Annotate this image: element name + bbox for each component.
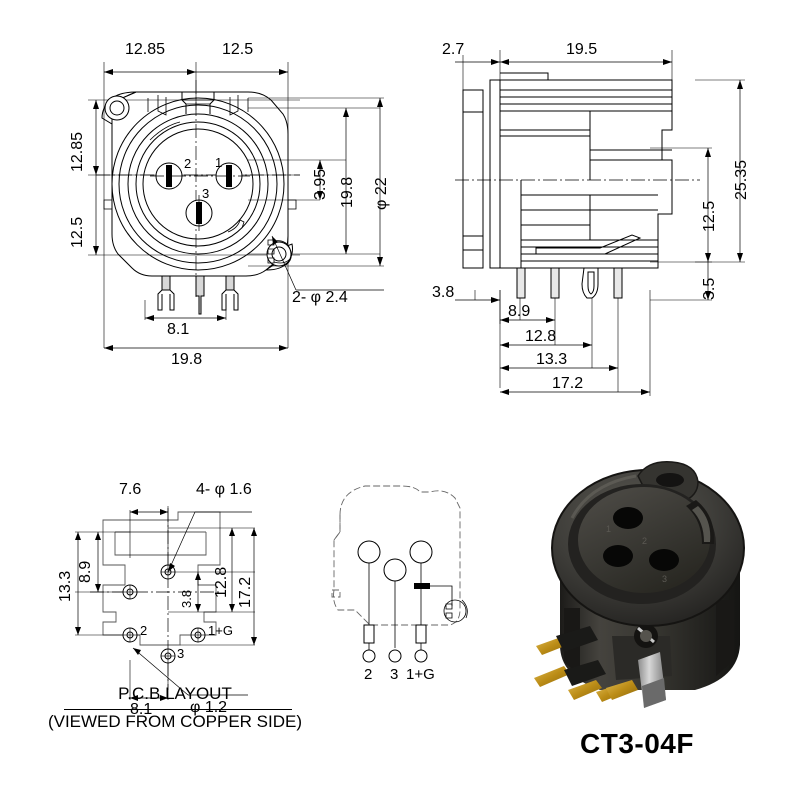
front-dim-outer-right: φ 22: [373, 177, 390, 210]
front-view-graphic: [88, 62, 384, 351]
svg-text:2: 2: [642, 536, 647, 546]
side-dim-right-outer: 25.35: [733, 159, 750, 200]
pcb-dim-right-inner: 12.8: [213, 566, 230, 598]
pcb-hole-callout-top: 4- φ 1.6: [196, 481, 252, 498]
pcb-caption-line1: P.C.B LAYOUT: [118, 684, 232, 703]
side-dim-right-lower: 3.5: [701, 277, 718, 300]
front-dim-inner-right-small: 3.95: [312, 168, 329, 200]
side-dim-bottom-3: 12.8: [525, 328, 557, 345]
front-pin-label-1: 1: [215, 155, 223, 170]
front-dim-inner-right-mid: 19.8: [339, 176, 356, 208]
front-dim-top-left: 12.85: [125, 41, 166, 58]
rear-terminal-label-3: 3: [390, 666, 399, 683]
side-dim-bottom-4: 13.3: [536, 351, 568, 368]
rear-terminal-label-1g: 1+G: [406, 666, 435, 683]
pcb-pad-label-1g: 1+G: [208, 623, 233, 638]
pcb-layout-view: 7.6 4- φ 1.6 13.3 8.9 3.8 12.8 17.2 8.1 …: [20, 460, 330, 750]
pcb-hole-callout-bottom: φ 1.2: [190, 699, 228, 716]
rear-view-graphic: [331, 485, 468, 663]
side-dim-bottom-2: 8.9: [508, 303, 531, 320]
front-dim-bottom-outer: 19.8: [171, 351, 203, 368]
front-view: 12.85 12.5 12.85 12.5 3.95 19.8 φ 22 8.1…: [0, 0, 400, 400]
side-dim-bottom-1: 3.8: [432, 284, 455, 301]
front-pin-label-2: 2: [184, 156, 192, 171]
product-photo-graphic: 1 2 3: [534, 461, 745, 708]
pcb-caption-line2: (VIEWED FROM COPPER SIDE): [47, 712, 303, 731]
side-dim-top-left: 2.7: [442, 41, 465, 58]
rear-view: 2 3 1+G: [310, 470, 510, 690]
front-pin-label-3: 3: [202, 186, 210, 201]
pcb-layout-graphic: [75, 506, 257, 701]
pcb-dim-top: 7.6: [119, 481, 142, 498]
rear-terminal-label-2: 2: [364, 666, 373, 683]
side-view-graphic: [455, 50, 745, 396]
model-label: CT3-04F: [580, 728, 694, 759]
front-dim-top-right: 12.5: [222, 41, 254, 58]
pcb-pad-label-2: 2: [140, 623, 148, 638]
svg-text:1: 1: [606, 524, 611, 534]
pcb-dim-inner-small: 3.8: [179, 589, 194, 608]
side-dim-top-right: 19.5: [566, 41, 598, 58]
front-hole-callout: 2- φ 2.4: [292, 289, 348, 306]
pcb-pad-label-3: 3: [177, 646, 185, 661]
product-photo: 1 2 3 CT3-04F: [520, 440, 800, 800]
front-dim-left-lower: 12.5: [69, 216, 86, 248]
side-view: 2.7 19.5 25.35 12.5 3.5 3.8 8.9 12.8 13.…: [400, 0, 800, 420]
front-dim-bottom-inner: 8.1: [167, 321, 190, 338]
pcb-dim-left-outer: 13.3: [57, 570, 74, 602]
pcb-dim-right-outer: 17.2: [237, 576, 254, 608]
pcb-caption-divider: [64, 709, 292, 710]
svg-text:3: 3: [662, 574, 667, 584]
pcb-dim-left-inner: 8.9: [77, 560, 94, 583]
side-dim-right-inner: 12.5: [701, 200, 718, 232]
front-dim-left-upper: 12.85: [69, 131, 86, 172]
side-dim-bottom-5: 17.2: [552, 375, 584, 392]
